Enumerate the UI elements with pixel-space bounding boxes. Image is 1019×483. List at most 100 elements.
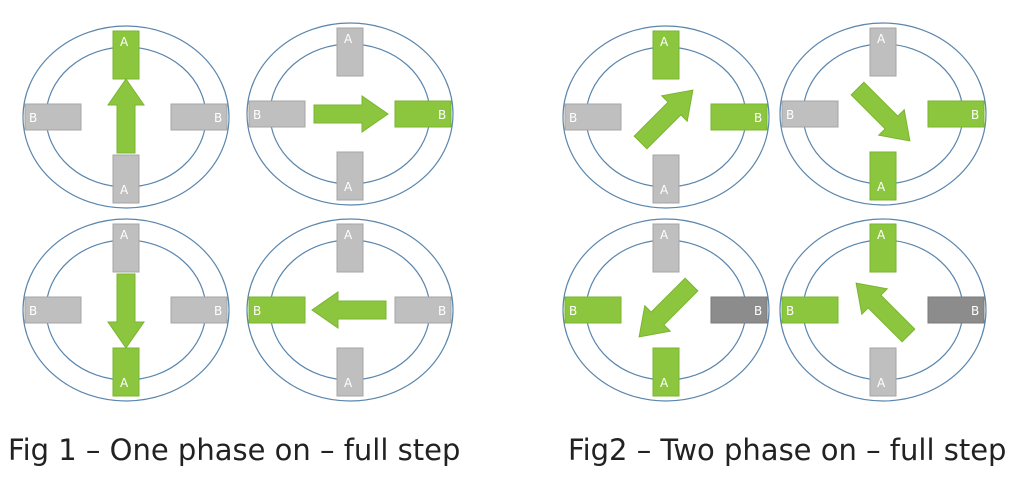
pole-left-label: B [253, 304, 261, 318]
pole-bottom-inactive [652, 154, 680, 204]
pole-bottom-label: A [877, 376, 886, 390]
pole-left-inactive [564, 103, 622, 131]
pole-right-label: B [971, 304, 979, 318]
pole-top-label: A [660, 228, 669, 242]
rotor-arrow [638, 277, 699, 338]
pole-bottom-inactive [336, 151, 364, 201]
pole-left-active [781, 296, 839, 324]
rotor-arrow [311, 291, 387, 329]
stator-outer-ring [562, 25, 770, 209]
pole-bottom-label: A [120, 376, 129, 390]
rotor-arrow-shape [107, 273, 145, 349]
pole-right-active [927, 100, 985, 128]
pole-left-label: B [569, 304, 577, 318]
pole-left-label: B [786, 304, 794, 318]
pole-bottom-label: A [660, 376, 669, 390]
pole-right-label: B [214, 111, 222, 125]
pole-left-inactive [781, 100, 839, 128]
pole-right-active [710, 103, 768, 131]
rotor-arrow-shape [313, 95, 389, 133]
fig2-caption: Fig2 – Two phase on – full step [568, 433, 1007, 467]
pole-top-label: A [344, 32, 353, 46]
pole-right-active [394, 100, 452, 128]
rotor-arrow-shape [311, 291, 387, 329]
pole-bottom-label: A [344, 180, 353, 194]
pole-top-inactive [869, 27, 897, 77]
pole-top-label: A [120, 35, 129, 49]
motor-8: A A B B [779, 218, 987, 402]
stator-outer-ring [246, 218, 454, 402]
pole-bottom-label: A [660, 183, 669, 197]
pole-bottom-inactive [869, 347, 897, 397]
rotor-arrow [855, 282, 916, 343]
rotor-arrow [633, 89, 694, 150]
motor-1: A A B B [22, 25, 230, 209]
pole-top-active [869, 223, 897, 273]
pole-top-label: A [877, 32, 886, 46]
rotor-arrow [850, 81, 911, 142]
pole-bottom-inactive [112, 154, 140, 204]
pole-left-inactive [24, 103, 82, 131]
stator-outer-ring [246, 22, 454, 206]
pole-bottom-active [112, 347, 140, 397]
motor-4: A A B B [246, 218, 454, 402]
pole-left-active [564, 296, 622, 324]
pole-top-inactive [336, 27, 364, 77]
motor-3: A A B B [22, 218, 230, 402]
motor-5: A A B B [562, 25, 770, 209]
pole-right-label: B [214, 304, 222, 318]
fig1-caption: Fig 1 – One phase on – full step [8, 433, 461, 467]
rotor-arrow-shape [850, 81, 911, 142]
pole-right-label: B [754, 111, 762, 125]
pole-bottom-label: A [344, 376, 353, 390]
pole-top-label: A [344, 228, 353, 242]
pole-right-label: B [438, 304, 446, 318]
pole-top-label: A [660, 35, 669, 49]
stator-outer-ring [22, 218, 230, 402]
pole-top-inactive [652, 223, 680, 273]
pole-left-label: B [29, 304, 37, 318]
pole-left-label: B [786, 108, 794, 122]
pole-bottom-active [652, 347, 680, 397]
rotor-arrow-shape [633, 89, 694, 150]
stator-outer-ring [22, 25, 230, 209]
stator-outer-ring [779, 218, 987, 402]
rotor-arrow [107, 78, 145, 154]
pole-top-inactive [336, 223, 364, 273]
pole-left-inactive [248, 100, 306, 128]
pole-right-inactive [394, 296, 452, 324]
pole-right-inactive [170, 296, 228, 324]
pole-top-label: A [877, 228, 886, 242]
pole-top-active [112, 30, 140, 80]
pole-bottom-label: A [120, 183, 129, 197]
pole-left-inactive [24, 296, 82, 324]
motor-2: A A B B [246, 22, 454, 206]
rotor-arrow [107, 273, 145, 349]
pole-right-inactive [710, 296, 768, 324]
rotor-arrow-shape [107, 78, 145, 154]
motor-6: A A B B [779, 22, 987, 206]
rotor-arrow-shape [638, 277, 699, 338]
pole-bottom-inactive [336, 347, 364, 397]
pole-left-active [248, 296, 306, 324]
motors-layer: A A B B A A B B A A B B A A B B A A B B A A B B A A B B A A B B [22, 22, 987, 402]
stator-outer-ring [562, 218, 770, 402]
pole-bottom-active [869, 151, 897, 201]
pole-left-label: B [253, 108, 261, 122]
pole-top-inactive [112, 223, 140, 273]
pole-left-label: B [569, 111, 577, 125]
pole-right-label: B [971, 108, 979, 122]
rotor-arrow [313, 95, 389, 133]
rotor-arrow-shape [855, 282, 916, 343]
pole-bottom-label: A [877, 180, 886, 194]
motor-7: A A B B [562, 218, 770, 402]
pole-right-label: B [754, 304, 762, 318]
pole-right-inactive [170, 103, 228, 131]
pole-top-active [652, 30, 680, 80]
pole-right-inactive [927, 296, 985, 324]
pole-left-label: B [29, 111, 37, 125]
pole-top-label: A [120, 228, 129, 242]
stator-outer-ring [779, 22, 987, 206]
pole-right-label: B [438, 108, 446, 122]
